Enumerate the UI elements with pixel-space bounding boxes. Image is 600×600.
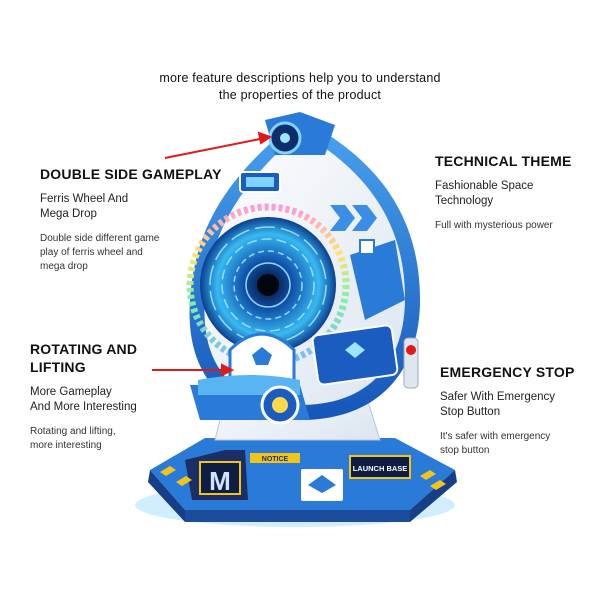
feature-subtitle-line-1: Safer With Emergency — [440, 391, 556, 403]
intro-line-1: more feature descriptions help you to un… — [159, 71, 441, 85]
arrow-double-side — [164, 137, 266, 159]
hex-base-side — [148, 470, 185, 522]
right-side-badge — [359, 239, 375, 255]
feature-title: EMERGENCY STOP — [440, 364, 575, 380]
base-plate-right — [349, 455, 411, 479]
base-plate-m-letter: M — [209, 466, 231, 496]
top-display — [239, 171, 281, 193]
feature-title-line-1: ROTATING AND — [30, 341, 138, 357]
feature-subtitle-line-1: Ferris Wheel And — [40, 193, 129, 205]
right-side-panel — [350, 240, 405, 320]
feature-description: Rotating and lifting, more interesting — [30, 425, 200, 453]
portal-core — [257, 274, 279, 296]
feature-subtitle-line-1: More Gameplay — [30, 386, 112, 398]
top-emblem-core — [280, 133, 290, 143]
feature-description: It's safer with emergency stop button — [440, 430, 595, 458]
chevron-decals — [330, 205, 377, 231]
pedestal — [214, 359, 381, 441]
feature-technical-theme: TECHNICAL THEME Fashionable Space Techno… — [435, 152, 595, 233]
base-plate-center — [299, 467, 345, 503]
feature-description-line-1: It's safer with emergency — [440, 431, 551, 442]
base-plate-left — [185, 450, 248, 500]
feature-description-line-2: stop button — [440, 445, 490, 456]
base-notice-text: NOTICE — [262, 456, 289, 463]
seat-base — [190, 385, 310, 420]
base-plate-center-emblem — [308, 475, 336, 493]
feature-subtitle-line-2: And More Interesting — [30, 401, 137, 413]
seat-back — [228, 332, 296, 387]
feature-subtitle: Safer With Emergency Stop Button — [440, 390, 595, 420]
feature-title: TECHNICAL THEME — [435, 153, 572, 169]
seat-cushion — [198, 375, 300, 395]
hex-base-front — [185, 510, 410, 522]
intro-line-2: the properties of the product — [218, 88, 382, 102]
feature-description-line-1: Full with mysterious power — [435, 220, 553, 231]
hazard-stripes — [160, 466, 446, 490]
emergency-stop-button — [406, 345, 416, 355]
feature-subtitle-line-2: Mega Drop — [40, 208, 97, 220]
feature-description-line-1: Double side different game — [40, 233, 160, 244]
base-notice-label — [250, 453, 300, 463]
feature-title-line-2: LIFTING — [30, 359, 86, 375]
feature-description-line-3: mega drop — [40, 261, 88, 272]
top-cap — [265, 112, 335, 155]
feature-description-line-2: more interesting — [30, 440, 102, 451]
feature-title: ROTATING AND LIFTING — [30, 340, 200, 376]
control-panel — [311, 324, 399, 386]
feature-description-line-2: play of ferris wheel and — [40, 247, 143, 258]
base-glow — [135, 483, 455, 527]
feature-description-line-1: Rotating and lifting, — [30, 426, 116, 437]
control-panel-emblem — [345, 342, 365, 358]
seat-wheel — [260, 385, 300, 425]
intro-text: more feature descriptions help you to un… — [0, 70, 600, 104]
top-emblem — [268, 121, 302, 155]
base-plate-m — [199, 461, 241, 495]
feature-description: Full with mysterious power — [435, 219, 595, 233]
base-plate-right-text: LAUNCH BASE — [353, 464, 408, 473]
emergency-stop-housing — [403, 337, 419, 389]
feature-rotating-and-lifting: ROTATING AND LIFTING More Gameplay And M… — [30, 340, 200, 453]
hex-base-side-right — [410, 470, 457, 522]
feature-subtitle-line-2: Technology — [435, 195, 494, 207]
feature-description: Double side different game play of ferri… — [40, 232, 235, 274]
feature-subtitle-line-2: Stop Button — [440, 406, 501, 418]
feature-subtitle: Fashionable Space Technology — [435, 179, 595, 209]
feature-title: DOUBLE SIDE GAMEPLAY — [40, 166, 222, 182]
seat-emblem — [252, 347, 272, 365]
feature-subtitle: Ferris Wheel And Mega Drop — [40, 192, 235, 222]
seat-wheel-light — [272, 397, 288, 413]
feature-subtitle: More Gameplay And More Interesting — [30, 385, 200, 415]
feature-subtitle-line-1: Fashionable Space — [435, 180, 534, 192]
top-display-screen — [246, 177, 274, 187]
feature-double-side-gameplay: DOUBLE SIDE GAMEPLAY Ferris Wheel And Me… — [40, 165, 235, 274]
feature-emergency-stop: EMERGENCY STOP Safer With Emergency Stop… — [440, 363, 595, 458]
